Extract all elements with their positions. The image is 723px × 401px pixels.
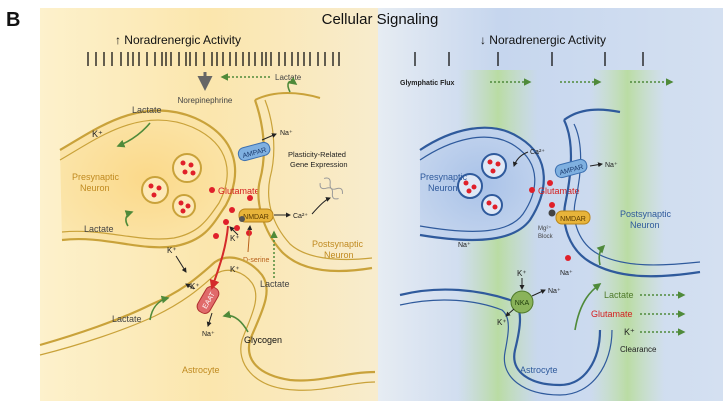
na-ampar-right: Na⁺ bbox=[605, 162, 618, 169]
spike-train-low bbox=[414, 52, 644, 66]
k-nka-low-label: K⁺ bbox=[497, 318, 507, 327]
mg-block-label: Mg²⁺Block bbox=[538, 225, 554, 240]
glutamate-out-label: Glutamate bbox=[591, 309, 633, 319]
nmdar-receptor-left bbox=[238, 208, 274, 223]
nka-pump bbox=[510, 290, 534, 314]
astrocyte-right bbox=[399, 288, 602, 387]
lactate-right-label: Lactate bbox=[604, 290, 634, 300]
lactate-bottom-right-label: Lactate bbox=[260, 279, 290, 289]
ca-nmdar-left: Ca²⁺ bbox=[293, 213, 308, 220]
nmdar-receptor-right bbox=[555, 210, 591, 225]
nka-label: NKA bbox=[515, 300, 530, 307]
k-astro-label: K⁺ bbox=[167, 246, 177, 255]
lactate-top-label: Lactate bbox=[275, 73, 302, 82]
k-top-label: K⁺ bbox=[92, 129, 103, 139]
k-eaat-label: K⁺ bbox=[190, 282, 200, 291]
nmdar-label-left: NMDAR bbox=[243, 214, 269, 221]
na-ampar-left: Na⁺ bbox=[280, 130, 293, 137]
ampar-receptor-left bbox=[237, 141, 271, 162]
lactate-left-label: Lactate bbox=[84, 224, 114, 234]
clearance-label: Clearance bbox=[620, 345, 657, 354]
lactate-pre-label: Lactate bbox=[132, 105, 162, 115]
panel-letter: B bbox=[6, 9, 20, 31]
spike-train-high bbox=[87, 52, 340, 66]
glymphatic-flux-label: Glymphatic Flux bbox=[400, 80, 455, 87]
astrocyte-label-right: Astrocyte bbox=[520, 365, 558, 375]
glutamate-label-left: Glutamate bbox=[218, 186, 260, 196]
ampar-receptor-right bbox=[554, 158, 588, 179]
na-nka-label: Na⁺ bbox=[548, 288, 561, 295]
figure-title: Cellular Signaling bbox=[322, 11, 439, 28]
astrocyte-label-left: Astrocyte bbox=[182, 365, 220, 375]
k-cleft-label: K⁺ bbox=[230, 234, 240, 243]
astrocyte-left bbox=[39, 256, 376, 382]
right-header: ↓ Noradrenergic Activity bbox=[480, 33, 606, 47]
lactate-bottom-left-label: Lactate bbox=[112, 314, 142, 324]
glymphatic-band-2 bbox=[590, 70, 665, 401]
left-header: ↑ Noradrenergic Activity bbox=[115, 33, 241, 47]
glutamate-label-right: Glutamate bbox=[538, 186, 580, 196]
d-serine-label: D-serine bbox=[243, 257, 270, 264]
k-post-label: K⁺ bbox=[230, 265, 240, 274]
na-label-right-b: Na⁺ bbox=[560, 270, 573, 277]
norepinephrine-label: Norepinephrine bbox=[178, 96, 233, 105]
k-nka-label: K⁺ bbox=[517, 269, 527, 278]
na-eaat-label: Na⁺ bbox=[202, 331, 215, 338]
k-out-label: K⁺ bbox=[624, 327, 635, 337]
na-label-right-a: Na⁺ bbox=[458, 242, 471, 249]
postsynaptic-neuron-right bbox=[563, 108, 701, 278]
dna-icon bbox=[319, 177, 343, 200]
ca-label-right: Ca²⁺ bbox=[530, 149, 545, 156]
nmdar-label-right: NMDAR bbox=[560, 216, 586, 223]
glycogen-label: Glycogen bbox=[244, 335, 282, 345]
vesicles-left bbox=[141, 153, 202, 218]
vesicles-right bbox=[457, 153, 507, 216]
